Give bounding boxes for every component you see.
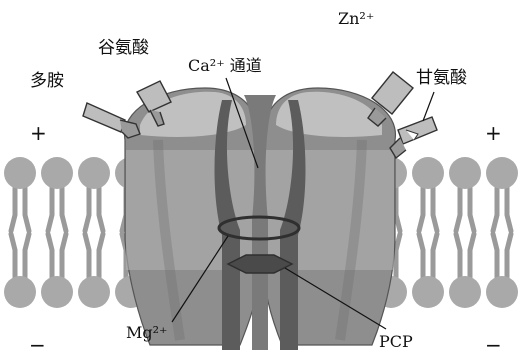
lipid-tail: [456, 183, 460, 231]
lipid-tail: [25, 234, 29, 282]
minus-sign-right: −: [485, 333, 502, 357]
polyamine-label: 多胺: [30, 71, 64, 91]
lipid-tail: [48, 234, 52, 282]
lipid-tail: [62, 234, 66, 282]
lipid-tail: [507, 183, 511, 231]
zinc-label: Zn²⁺: [338, 9, 374, 28]
plus-sign-left: +: [30, 121, 47, 145]
lipid-tail: [48, 183, 52, 231]
magnesium-label: Mg²⁺: [126, 323, 167, 342]
lipid-tail: [470, 234, 474, 282]
lipid-tail: [433, 234, 437, 282]
lipid-head-inner-leaflet: [41, 276, 73, 308]
lipid-head-inner-leaflet: [449, 276, 481, 308]
lipid-tail: [419, 183, 423, 231]
lipid-tail: [85, 234, 89, 282]
lipid-tail: [493, 234, 497, 282]
lipid-head-inner-leaflet: [78, 276, 110, 308]
lipid-head-inner-leaflet: [486, 276, 518, 308]
lipid-head-inner-leaflet: [412, 276, 444, 308]
lipid-head-outer-leaflet: [4, 157, 36, 189]
lipid-tail: [85, 183, 89, 231]
lipid-tail: [396, 183, 400, 231]
glycine-ligand: [390, 117, 437, 158]
lipid-tail: [11, 234, 15, 282]
lipid-tail: [493, 183, 497, 231]
calcium-channel-label: Ca²⁺ 通道: [188, 56, 262, 75]
lipid-tail: [396, 234, 400, 282]
lipid-head-outer-leaflet: [449, 157, 481, 189]
lipid-head-inner-leaflet: [4, 276, 36, 308]
plus-sign-right: +: [485, 121, 502, 145]
lipid-head-outer-leaflet: [486, 157, 518, 189]
lipid-tail: [25, 183, 29, 231]
lipid-tail: [99, 234, 103, 282]
lipid-tail: [507, 234, 511, 282]
glycine-label: 甘氨酸: [416, 68, 467, 88]
lipid-tail: [419, 234, 423, 282]
lipid-tail: [433, 183, 437, 231]
lipid-tail: [99, 183, 103, 231]
lipid-tail: [470, 183, 474, 231]
minus-sign-left: −: [29, 333, 46, 357]
lipid-head-outer-leaflet: [41, 157, 73, 189]
lipid-head-outer-leaflet: [78, 157, 110, 189]
lipid-tail: [62, 183, 66, 231]
lipid-tail: [456, 234, 460, 282]
lipid-head-outer-leaflet: [412, 157, 444, 189]
lipid-tail: [11, 183, 15, 231]
pcp-label: PCP: [379, 332, 413, 351]
glutamate-label: 谷氨酸: [98, 38, 149, 58]
